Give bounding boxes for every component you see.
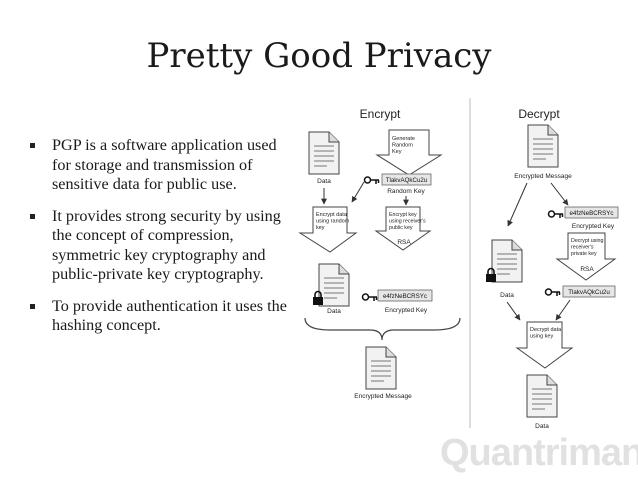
connector-arrow	[555, 299, 571, 321]
random-key-box	[381, 173, 432, 186]
encrypt-data-text: Encrypt data using random key	[316, 212, 351, 231]
locked-data-document-icon	[491, 239, 523, 283]
lock-icon	[485, 267, 497, 283]
random-key-box	[562, 285, 616, 298]
encrypt-rsa-label: RSA	[397, 239, 411, 246]
decrypt-locked-data-label: Data	[500, 292, 514, 299]
encrypt-message-label: Encrypted Message	[354, 393, 412, 400]
decrypt-heading: Decrypt	[518, 107, 560, 121]
watermark-logo: Quantrimang	[440, 432, 638, 474]
connector-arrow	[550, 182, 569, 206]
bullet-item: PGP is a software application used for s…	[28, 136, 293, 195]
lock-icon	[312, 290, 324, 306]
encrypt-data-label: Data	[317, 178, 331, 185]
bullet-text: It provides strong security by using the…	[52, 206, 281, 284]
decrypt-random-key-value: TlakvAQkCu2u	[568, 289, 610, 296]
decrypt-key-arrow	[555, 232, 617, 281]
encrypt-data-arrow	[298, 206, 358, 253]
key-icon	[547, 210, 564, 219]
connector-arrow	[507, 182, 528, 227]
bullet-item: To provide authentication it uses the ha…	[28, 297, 293, 336]
generate-key-text: Generate Random Key	[392, 136, 416, 155]
connector-arrow	[506, 301, 521, 321]
bullet-list: PGP is a software application used for s…	[28, 136, 293, 348]
bullet-square-icon	[30, 213, 35, 219]
decrypt-key-text: Decrypt using receiver's private key	[571, 238, 605, 257]
encrypted-message-document-icon	[527, 124, 559, 168]
decrypt-data-text: Decrypt data using key	[530, 327, 563, 340]
encrypted-key-value: e4fzNeBCRSYc	[383, 293, 427, 300]
decrypt-encrypted-key-value: e4fzNeBCRSYc	[569, 210, 613, 217]
output-data-document-icon	[526, 374, 558, 418]
data-document-icon	[308, 131, 340, 175]
encrypt-key-text: Encrypt key using receiver's public key	[389, 212, 427, 231]
connector-arrow	[351, 181, 365, 203]
encrypted-key-box	[377, 289, 433, 302]
slide-title: Pretty Good Privacy	[146, 36, 492, 76]
key-icon	[544, 288, 561, 297]
decrypt-output-label: Data	[535, 423, 549, 430]
decrypt-rsa-label: RSA	[580, 266, 594, 273]
bullet-square-icon	[30, 143, 35, 148]
random-key-label: Random Key	[387, 188, 425, 195]
encrypt-key-arrow	[374, 206, 432, 251]
key-icon	[361, 293, 378, 302]
key-icon	[363, 176, 380, 185]
encrypted-message-document-icon	[365, 346, 397, 390]
decrypt-message-label: Encrypted Message	[514, 173, 572, 180]
generate-key-arrow	[375, 129, 443, 176]
random-key-value: TlakvAQkCu2u	[386, 177, 428, 184]
bullet-square-icon	[30, 303, 35, 309]
locked-data-document-icon	[318, 263, 350, 307]
encrypt-heading: Encrypt	[360, 107, 401, 121]
bullet-item: It provides strong security by using the…	[28, 207, 293, 285]
encrypted-key-box	[564, 206, 619, 219]
encrypted-key-label: Encrypted Key	[385, 307, 428, 314]
encrypt-locked-data-label: Data	[327, 308, 341, 315]
decrypt-encrypted-key-label: Encrypted Key	[572, 223, 615, 230]
bullet-text: PGP is a software application used for s…	[52, 136, 277, 193]
bullet-text: To provide authentication it uses the ha…	[52, 296, 287, 335]
combine-brace	[304, 317, 461, 341]
decrypt-data-arrow	[515, 321, 574, 369]
